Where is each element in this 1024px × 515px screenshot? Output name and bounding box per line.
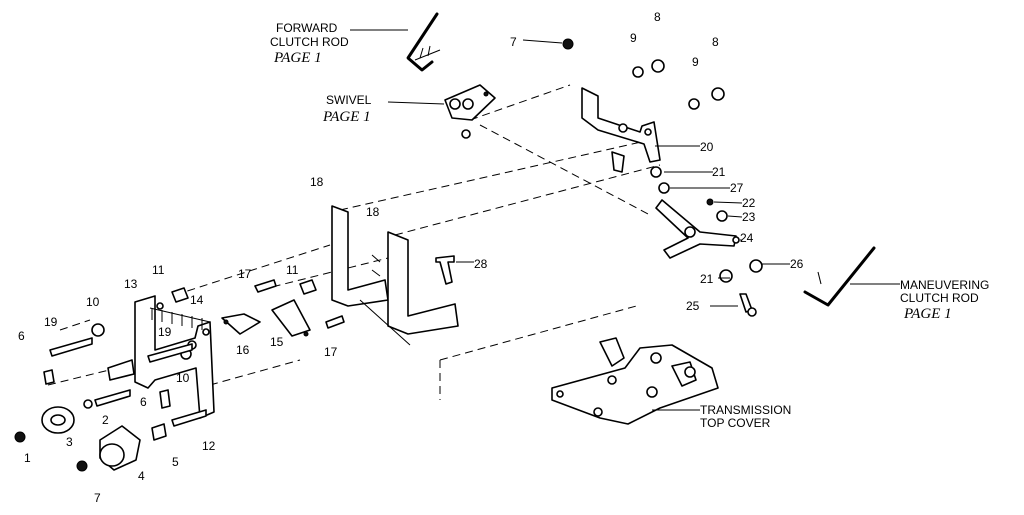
part-number: 6 — [140, 395, 147, 409]
part-number: 27 — [730, 181, 744, 195]
hardware-top — [562, 38, 725, 173]
transmission-line1: TRANSMISSION — [700, 403, 791, 417]
bracket-20 — [581, 87, 661, 163]
callout-maneuvering-rod: MANEUVERING CLUTCH ROD PAGE 1 — [900, 278, 989, 322]
part-number: 17 — [324, 345, 338, 359]
maneuvering-clutch-rod — [803, 246, 876, 307]
maneuvering-line2: CLUTCH ROD — [900, 291, 979, 305]
part-number: 16 — [236, 343, 250, 357]
forward-rod-line1: FORWARD — [276, 21, 338, 35]
part-number: 22 — [742, 196, 756, 210]
part-number: 24 — [740, 231, 754, 245]
part-number-labels: 1 2 3 4 5 6 6 7 7 8 8 9 9 10 10 11 11 12… — [18, 10, 804, 505]
forward-clutch-rod — [406, 12, 441, 72]
part-number: 20 — [700, 140, 714, 154]
swivel-part — [444, 84, 496, 139]
callout-transmission: TRANSMISSION TOP COVER — [700, 403, 791, 430]
part-number: 19 — [44, 315, 58, 329]
swivel-line2: PAGE 1 — [322, 109, 371, 125]
part-number: 17 — [238, 267, 252, 281]
part-number: 18 — [366, 205, 380, 219]
part-number: 8 — [712, 35, 719, 49]
part-number: 4 — [138, 469, 145, 483]
part-number: 10 — [86, 295, 100, 309]
callout-swivel: SWIVEL PAGE 1 — [322, 93, 372, 125]
part-number: 12 — [202, 439, 216, 453]
part-number: 1 — [24, 451, 31, 465]
part-number: 9 — [630, 31, 637, 45]
part-number: 7 — [94, 491, 101, 505]
transmission-top-cover — [551, 337, 719, 425]
part-number: 11 — [286, 263, 299, 277]
forward-rod-line2: CLUTCH ROD — [270, 35, 349, 49]
part-number: 21 — [712, 165, 726, 179]
part-number: 2 — [102, 413, 109, 427]
lower-parts — [14, 323, 207, 472]
swivel-line1: SWIVEL — [326, 93, 372, 107]
part-number: 6 — [18, 329, 25, 343]
part-number: 9 — [692, 55, 699, 69]
callout-forward-rod: FORWARD CLUTCH ROD PAGE 1 — [270, 21, 349, 66]
part-number: 13 — [124, 277, 138, 291]
forward-rod-line3: PAGE 1 — [273, 50, 322, 66]
part-number: 18 — [310, 175, 324, 189]
small-parts-center — [171, 279, 345, 337]
part-number: 14 — [190, 293, 204, 307]
part-number: 15 — [270, 335, 284, 349]
part-number: 3 — [66, 435, 73, 449]
part-number: 26 — [790, 257, 804, 271]
part-number: 19 — [158, 325, 172, 339]
post-18-right — [359, 231, 459, 346]
assembly-lines — [47, 84, 661, 400]
maneuvering-line3: PAGE 1 — [903, 306, 952, 322]
bolt-28 — [435, 255, 455, 285]
transmission-line2: TOP COVER — [700, 416, 771, 430]
part-number: 23 — [742, 210, 756, 224]
part-number: 11 — [152, 263, 165, 277]
part-number: 21 — [700, 272, 714, 286]
part-number: 10 — [176, 371, 190, 385]
part-number: 8 — [654, 10, 661, 24]
maneuvering-line1: MANEUVERING — [900, 278, 989, 292]
part-number: 5 — [172, 455, 179, 469]
part-number: 7 — [510, 35, 517, 49]
part-number: 25 — [686, 299, 700, 313]
linkage-assembly — [650, 166, 763, 317]
part-number: 28 — [474, 257, 488, 271]
leader-lines — [350, 29, 900, 411]
post-18-left — [331, 205, 389, 307]
